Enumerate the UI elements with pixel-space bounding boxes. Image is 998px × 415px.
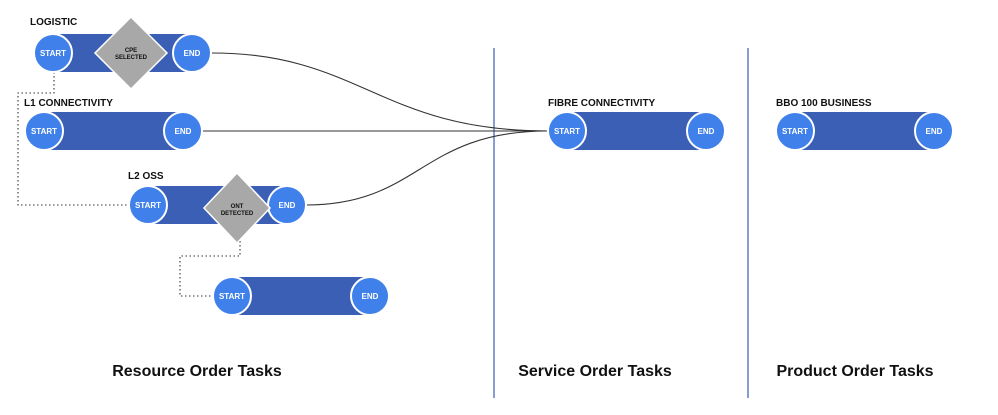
task-title-l1-connectivity: L1 CONNECTIVITY bbox=[24, 98, 113, 109]
end-label: END bbox=[362, 292, 379, 301]
task-bar-subtask bbox=[232, 277, 370, 315]
start-button-logistic[interactable]: START bbox=[33, 33, 73, 73]
end-button-bbo-100-business[interactable]: END bbox=[914, 111, 954, 151]
start-button-bbo-100-business[interactable]: START bbox=[775, 111, 815, 151]
task-bar-l1-connectivity bbox=[45, 112, 183, 150]
dotted-connector-logistic-to-l2 bbox=[17, 72, 130, 206]
start-label: START bbox=[219, 292, 245, 301]
diamond-label-line2: DETECTED bbox=[221, 211, 254, 217]
task-bar-bbo-100-business bbox=[796, 112, 934, 150]
diamond-label-line1: CPE bbox=[125, 48, 137, 54]
end-label: END bbox=[279, 201, 296, 210]
task-title-logistic: LOGISTIC bbox=[30, 17, 77, 28]
end-label: END bbox=[175, 127, 192, 136]
end-button-l1-connectivity[interactable]: END bbox=[163, 111, 203, 151]
task-title-bbo-100-business: BBO 100 BUSINESS bbox=[776, 98, 872, 109]
start-label: START bbox=[31, 127, 57, 136]
end-label: END bbox=[698, 127, 715, 136]
section-title-product: Product Order Tasks bbox=[776, 363, 933, 380]
end-button-logistic[interactable]: END bbox=[172, 33, 212, 73]
task-title-fibre-connectivity: FIBRE CONNECTIVITY bbox=[548, 98, 656, 109]
start-button-fibre-connectivity[interactable]: START bbox=[547, 111, 587, 151]
task-bar-fibre-connectivity bbox=[568, 112, 706, 150]
start-label: START bbox=[135, 201, 161, 210]
start-button-l2-oss[interactable]: START bbox=[128, 185, 168, 225]
connector-l2-to-fibre bbox=[305, 130, 549, 206]
dotted-connector-l2-to-sub bbox=[179, 225, 241, 297]
diamond-label-line1: ONT bbox=[231, 204, 244, 210]
connector-logistic-to-fibre bbox=[211, 52, 549, 132]
section-title-resource: Resource Order Tasks bbox=[112, 363, 282, 380]
end-label: END bbox=[184, 49, 201, 58]
start-label: START bbox=[40, 49, 66, 58]
diamond-label-line2: SELECTED bbox=[115, 55, 148, 61]
end-button-l2-oss[interactable]: END bbox=[267, 185, 307, 225]
end-button-fibre-connectivity[interactable]: END bbox=[686, 111, 726, 151]
start-button-l1-connectivity[interactable]: START bbox=[24, 111, 64, 151]
decision-diamond-ont-detected: ONT DETECTED bbox=[202, 171, 272, 245]
start-label: START bbox=[554, 127, 580, 136]
end-label: END bbox=[926, 127, 943, 136]
end-button-subtask[interactable]: END bbox=[350, 276, 390, 316]
start-button-subtask[interactable]: START bbox=[212, 276, 252, 316]
start-label: START bbox=[782, 127, 808, 136]
task-title-l2-oss: L2 OSS bbox=[128, 171, 164, 182]
decision-diamond-cpe-selected: CPE SELECTED bbox=[93, 15, 169, 91]
section-title-service: Service Order Tasks bbox=[518, 363, 672, 380]
